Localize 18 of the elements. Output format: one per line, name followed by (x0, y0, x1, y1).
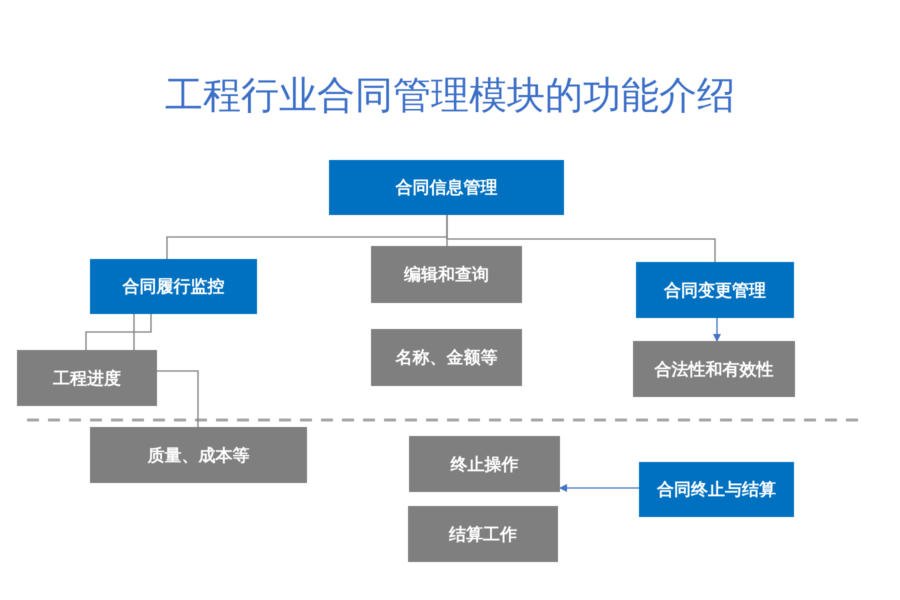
connector-line (133, 314, 135, 350)
process-box: 合同信息管理 (329, 160, 564, 215)
process-box: 质量、成本等 (90, 427, 307, 483)
process-box: 合法性和有效性 (633, 341, 795, 397)
process-box: 结算工作 (408, 506, 558, 562)
process-box: 合同终止与结算 (639, 462, 794, 517)
process-box: 终止操作 (409, 436, 560, 492)
process-box: 合同履行监控 (90, 259, 257, 314)
title: 工程行业合同管理模块的功能介绍 (164, 72, 736, 119)
arrow (559, 484, 639, 492)
process-box: 合同变更管理 (636, 262, 794, 318)
process-box: 工程进度 (17, 350, 157, 406)
arrow (713, 318, 721, 342)
process-box: 名称、金额等 (371, 329, 522, 386)
connector-line (157, 370, 199, 427)
process-box: 编辑和查询 (371, 246, 522, 303)
connector-line (85, 314, 152, 350)
connector-line (446, 215, 716, 262)
